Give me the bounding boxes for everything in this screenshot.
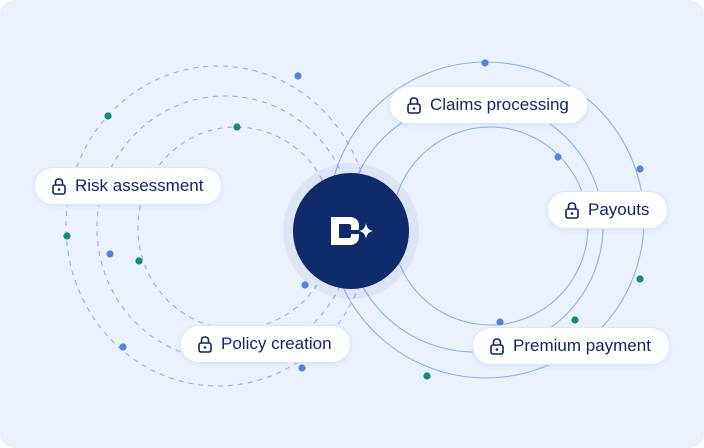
- policy-creation-pill: Policy creation: [180, 325, 351, 363]
- orbit-dot: [104, 112, 112, 120]
- orbit-dot: [481, 59, 489, 67]
- logo-icon: [331, 217, 373, 245]
- orbit-dot: [106, 250, 114, 258]
- orbit-dot: [496, 318, 504, 326]
- payouts-pill: Payouts: [547, 191, 669, 229]
- orbit-dot: [233, 123, 241, 131]
- hub-circle: [293, 173, 409, 289]
- premium-payment-label: Premium payment: [513, 336, 651, 355]
- risk-assessment-pill: Risk assessment: [34, 167, 223, 205]
- orbit-dot: [119, 343, 127, 351]
- lock-icon: [407, 97, 421, 114]
- claims-processing-pill: Claims processing: [389, 86, 588, 124]
- lock-icon: [565, 202, 579, 219]
- policy-creation-label: Policy creation: [221, 334, 332, 353]
- orbit-dot: [294, 72, 302, 80]
- premium-payment-pill: Premium payment: [472, 327, 670, 365]
- payouts-label: Payouts: [588, 200, 650, 219]
- lock-icon: [490, 338, 504, 355]
- orbit-dot: [571, 316, 579, 324]
- orbit-dot: [298, 364, 306, 372]
- orbit-dot: [636, 165, 644, 173]
- orbit-dot: [554, 153, 562, 161]
- claims-processing-label: Claims processing: [430, 95, 569, 114]
- orbit-dot: [135, 257, 143, 265]
- orbit-dot: [423, 372, 431, 380]
- lock-icon: [198, 336, 212, 353]
- risk-assessment-label: Risk assessment: [75, 176, 204, 195]
- orbit-dot: [63, 232, 71, 240]
- orbit-dot: [301, 281, 309, 289]
- orbit-dot: [636, 275, 644, 283]
- lock-icon: [52, 178, 66, 195]
